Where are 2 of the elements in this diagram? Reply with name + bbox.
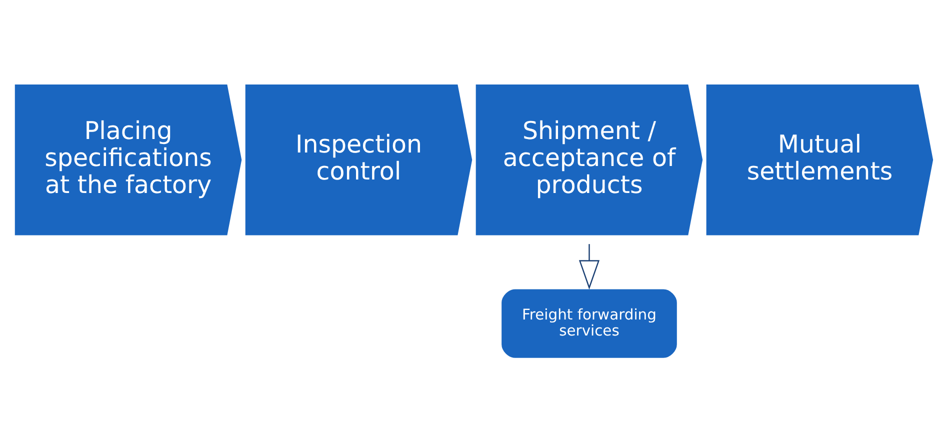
arrow	[578, 244, 600, 290]
node-box: Freight forwarding services	[499, 286, 680, 360]
